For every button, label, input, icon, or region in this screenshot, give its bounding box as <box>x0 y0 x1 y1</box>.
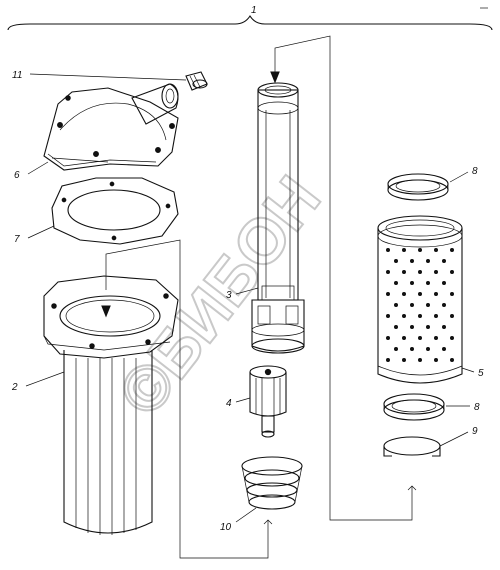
perforation-hole <box>410 325 414 329</box>
perforation-hole <box>450 292 454 296</box>
perforation-hole <box>426 281 430 285</box>
perforation-hole <box>418 248 422 252</box>
watermark: ©БИБОН <box>103 162 335 430</box>
perforation-hole <box>402 314 406 318</box>
perforation-hole <box>386 270 390 274</box>
callout-5: 5 <box>478 368 484 379</box>
perforation-hole <box>450 314 454 318</box>
retainer: 9 <box>383 426 478 457</box>
tube: 3 <box>226 82 305 354</box>
perforation-hole <box>410 259 414 263</box>
perforation-hole <box>418 358 422 362</box>
perforation-hole <box>434 358 438 362</box>
cover: 6 <box>14 83 179 181</box>
perforation-hole <box>450 270 454 274</box>
perforation-hole <box>442 303 446 307</box>
perforation-hole <box>418 314 422 318</box>
perforation-hole <box>418 336 422 340</box>
perforation-hole <box>426 303 430 307</box>
valve: 4 <box>226 365 287 438</box>
perforation-hole <box>418 292 422 296</box>
perforation-hole <box>394 325 398 329</box>
perforation-hole <box>418 270 422 274</box>
perforation-hole <box>426 259 430 263</box>
callout-3: 3 <box>226 290 232 301</box>
filter-element: 5 <box>377 215 484 384</box>
perforation-hole <box>394 259 398 263</box>
perforation-hole <box>402 248 406 252</box>
callout-8-top: 8 <box>472 166 478 177</box>
perforation-hole <box>410 281 414 285</box>
callout-2: 2 <box>11 382 18 393</box>
gasket: 7 <box>14 177 179 245</box>
housing: 2 <box>11 275 179 535</box>
spring: 10 <box>220 456 303 533</box>
perforation-hole <box>450 336 454 340</box>
perforation-hole <box>386 358 390 362</box>
watermark-text: ©БИБОН <box>104 163 334 429</box>
perforation-hole <box>386 336 390 340</box>
perforation-hole <box>402 270 406 274</box>
perforation-hole <box>442 325 446 329</box>
perforation-hole <box>442 259 446 263</box>
perforation-hole <box>402 336 406 340</box>
perforation-hole <box>410 303 414 307</box>
perforation-hole <box>434 248 438 252</box>
seal-bottom: 8 <box>383 393 480 421</box>
callout-8-bottom: 8 <box>474 402 480 413</box>
plug: 11 <box>12 70 208 91</box>
callout-11: 11 <box>12 70 22 81</box>
callout-10: 10 <box>220 522 232 533</box>
perforation-hole <box>410 347 414 351</box>
perforation-hole <box>394 281 398 285</box>
perforation-hole <box>402 358 406 362</box>
perforation-hole <box>434 270 438 274</box>
callout-9: 9 <box>472 426 478 437</box>
callout-1: 1 <box>251 5 257 16</box>
perforation-hole <box>386 248 390 252</box>
perforation-hole <box>450 248 454 252</box>
perforation-hole <box>402 292 406 296</box>
flow-lines <box>101 35 417 559</box>
perforation-hole <box>442 281 446 285</box>
perforation-hole <box>434 336 438 340</box>
perforation-hole <box>450 358 454 362</box>
perforation-hole <box>426 347 430 351</box>
callout-7: 7 <box>14 234 20 245</box>
perforation-holes <box>386 248 454 362</box>
callout-4: 4 <box>226 398 232 409</box>
perforation-hole <box>434 314 438 318</box>
assembly-bracket: 1 <box>7 5 493 31</box>
callout-6: 6 <box>14 170 20 181</box>
perforation-hole <box>386 292 390 296</box>
perforation-hole <box>394 303 398 307</box>
perforation-hole <box>442 347 446 351</box>
perforation-hole <box>386 314 390 318</box>
perforation-hole <box>434 292 438 296</box>
perforation-hole <box>394 347 398 351</box>
perforation-hole <box>426 325 430 329</box>
seal-top: 8 <box>387 166 478 201</box>
